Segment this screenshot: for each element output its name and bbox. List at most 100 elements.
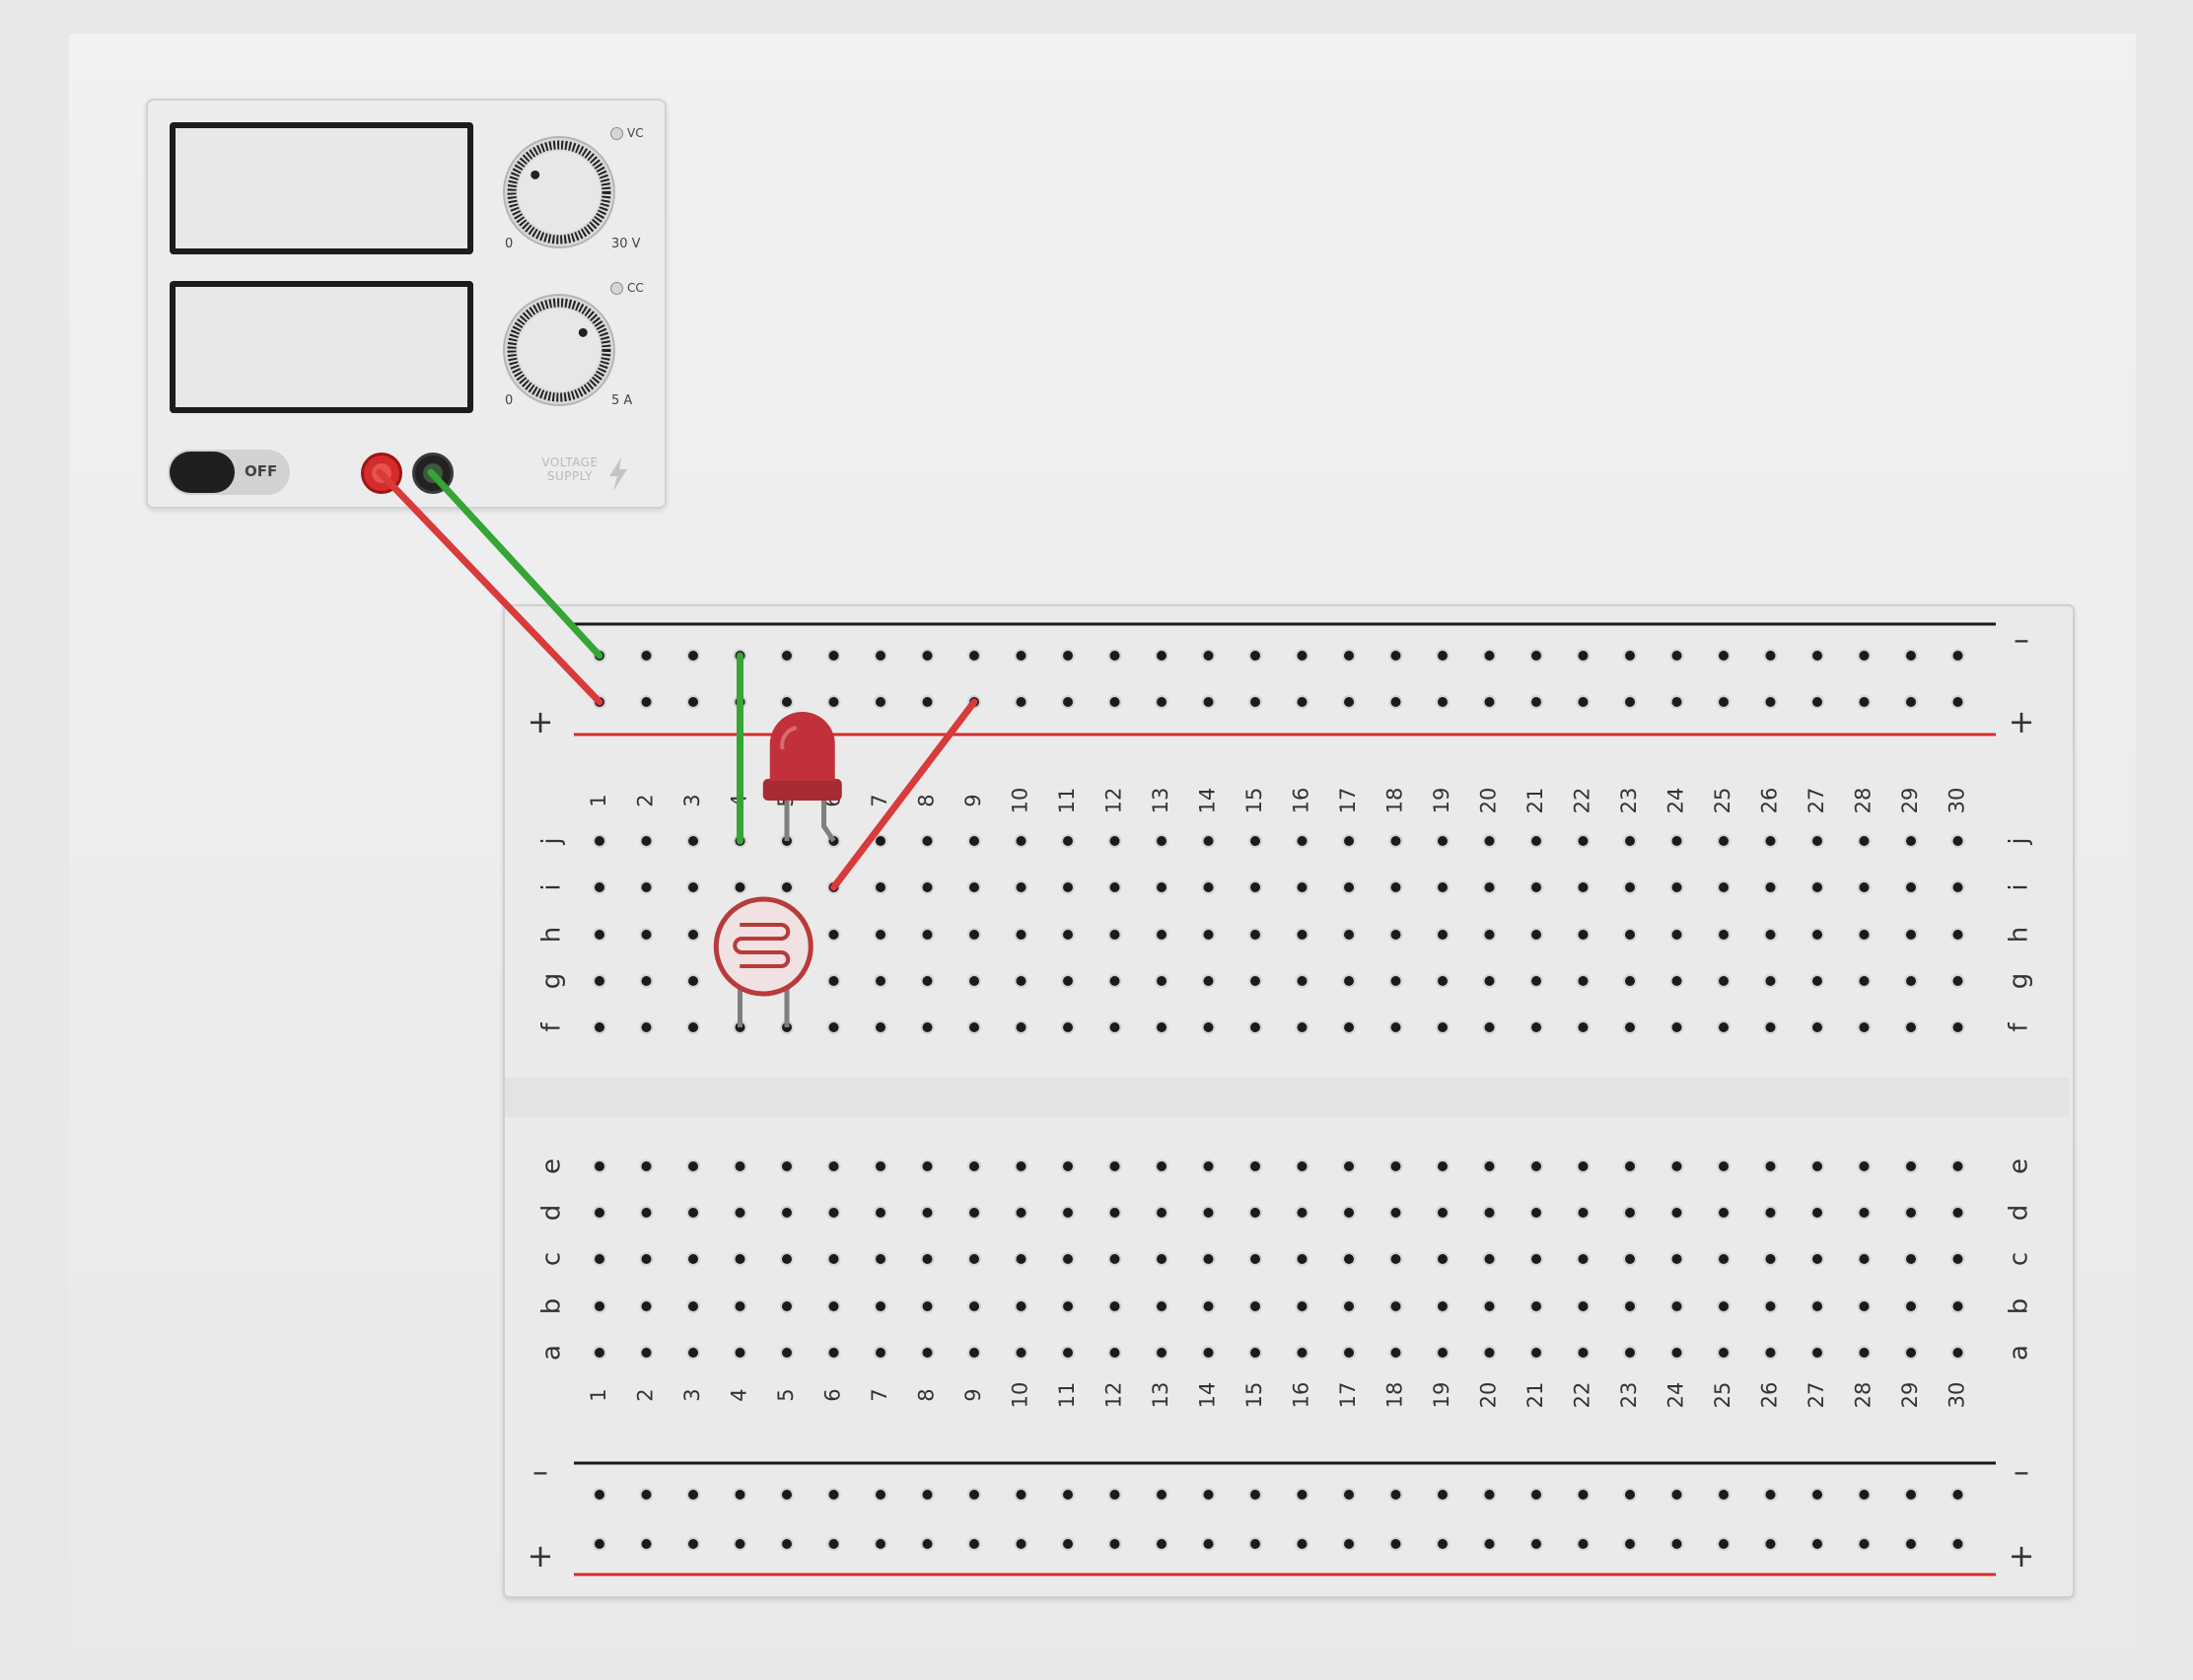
hole-a11[interactable] (1063, 1348, 1073, 1358)
hole-c25[interactable] (1719, 1254, 1729, 1264)
hole-i12[interactable] (1109, 882, 1120, 892)
rail-hole-top-minus-10[interactable] (1016, 651, 1026, 661)
rail-hole-bottom-minus-9[interactable] (969, 1490, 979, 1500)
hole-c20[interactable] (1484, 1254, 1495, 1264)
hole-b5[interactable] (782, 1301, 792, 1311)
hole-a27[interactable] (1812, 1348, 1822, 1358)
hole-b17[interactable] (1344, 1301, 1354, 1311)
hole-b25[interactable] (1719, 1301, 1729, 1311)
hole-g26[interactable] (1765, 976, 1776, 986)
hole-c1[interactable] (595, 1254, 604, 1264)
power-switch[interactable]: OFF (168, 450, 290, 495)
rail-hole-top-minus-6[interactable] (828, 651, 839, 661)
rail-hole-bottom-plus-12[interactable] (1109, 1539, 1120, 1549)
hole-a21[interactable] (1531, 1348, 1541, 1358)
hole-h3[interactable] (688, 930, 698, 940)
rail-hole-bottom-plus-20[interactable] (1484, 1539, 1495, 1549)
hole-b8[interactable] (922, 1301, 933, 1311)
hole-i14[interactable] (1203, 882, 1214, 892)
rail-hole-bottom-minus-13[interactable] (1157, 1490, 1167, 1500)
rail-hole-bottom-minus-6[interactable] (828, 1490, 839, 1500)
hole-f24[interactable] (1671, 1022, 1682, 1032)
negative-terminal[interactable] (412, 453, 454, 494)
hole-d13[interactable] (1157, 1208, 1167, 1218)
rail-hole-top-minus-11[interactable] (1063, 651, 1073, 661)
hole-f17[interactable] (1344, 1022, 1354, 1032)
hole-a10[interactable] (1016, 1348, 1026, 1358)
hole-b14[interactable] (1203, 1301, 1214, 1311)
hole-c12[interactable] (1109, 1254, 1120, 1264)
voltage-supply[interactable]: 0 30 V 0 5 A VC CC OFF VOLTAGE SUPPLY (146, 99, 667, 509)
hole-j26[interactable] (1765, 836, 1776, 846)
hole-b15[interactable] (1250, 1301, 1260, 1311)
hole-c3[interactable] (688, 1254, 698, 1264)
hole-c28[interactable] (1859, 1254, 1870, 1264)
hole-g7[interactable] (876, 976, 885, 986)
rail-hole-bottom-minus-16[interactable] (1297, 1490, 1308, 1500)
hole-e20[interactable] (1484, 1161, 1495, 1171)
rail-hole-top-plus-17[interactable] (1344, 697, 1354, 707)
hole-b18[interactable] (1390, 1301, 1401, 1311)
hole-f10[interactable] (1016, 1022, 1026, 1032)
rail-hole-top-plus-14[interactable] (1203, 697, 1214, 707)
hole-i27[interactable] (1812, 882, 1822, 892)
hole-d2[interactable] (641, 1208, 652, 1218)
rail-hole-top-minus-27[interactable] (1812, 651, 1822, 661)
hole-b9[interactable] (969, 1301, 979, 1311)
hole-a20[interactable] (1484, 1348, 1495, 1358)
hole-f14[interactable] (1203, 1022, 1214, 1032)
hole-h24[interactable] (1671, 930, 1682, 940)
hole-h8[interactable] (922, 930, 933, 940)
hole-f23[interactable] (1625, 1022, 1635, 1032)
hole-a23[interactable] (1625, 1348, 1635, 1358)
rail-hole-bottom-plus-7[interactable] (876, 1539, 885, 1549)
hole-j19[interactable] (1438, 836, 1448, 846)
hole-h13[interactable] (1157, 930, 1167, 940)
hole-i13[interactable] (1157, 882, 1167, 892)
hole-a19[interactable] (1438, 1348, 1448, 1358)
hole-i20[interactable] (1484, 882, 1495, 892)
rail-hole-bottom-plus-6[interactable] (828, 1539, 839, 1549)
rail-hole-top-plus-10[interactable] (1016, 697, 1026, 707)
hole-j13[interactable] (1157, 836, 1167, 846)
hole-g10[interactable] (1016, 976, 1026, 986)
rail-hole-top-minus-22[interactable] (1578, 651, 1589, 661)
hole-f18[interactable] (1390, 1022, 1401, 1032)
hole-f20[interactable] (1484, 1022, 1495, 1032)
hole-i11[interactable] (1063, 882, 1073, 892)
hole-i16[interactable] (1297, 882, 1308, 892)
hole-g3[interactable] (688, 976, 698, 986)
hole-h17[interactable] (1344, 930, 1354, 940)
rail-hole-bottom-minus-23[interactable] (1625, 1490, 1635, 1500)
hole-a16[interactable] (1297, 1348, 1308, 1358)
hole-d30[interactable] (1952, 1208, 1963, 1218)
rail-hole-bottom-plus-23[interactable] (1625, 1539, 1635, 1549)
hole-a15[interactable] (1250, 1348, 1260, 1358)
rail-hole-top-plus-16[interactable] (1297, 697, 1308, 707)
hole-h9[interactable] (969, 930, 979, 940)
rail-hole-bottom-plus-17[interactable] (1344, 1539, 1354, 1549)
rail-hole-top-plus-7[interactable] (876, 697, 885, 707)
hole-e5[interactable] (782, 1161, 792, 1171)
rail-hole-top-minus-21[interactable] (1531, 651, 1541, 661)
hole-i24[interactable] (1671, 882, 1682, 892)
hole-d20[interactable] (1484, 1208, 1495, 1218)
hole-g25[interactable] (1719, 976, 1729, 986)
hole-d3[interactable] (688, 1208, 698, 1218)
hole-d26[interactable] (1765, 1208, 1776, 1218)
hole-c24[interactable] (1671, 1254, 1682, 1264)
hole-j22[interactable] (1578, 836, 1589, 846)
hole-g27[interactable] (1812, 976, 1822, 986)
hole-g14[interactable] (1203, 976, 1214, 986)
hole-b19[interactable] (1438, 1301, 1448, 1311)
hole-h11[interactable] (1063, 930, 1073, 940)
hole-b20[interactable] (1484, 1301, 1495, 1311)
hole-f3[interactable] (688, 1022, 698, 1032)
rail-hole-bottom-plus-15[interactable] (1250, 1539, 1260, 1549)
hole-i19[interactable] (1438, 882, 1448, 892)
hole-a2[interactable] (641, 1348, 652, 1358)
rail-hole-bottom-plus-14[interactable] (1203, 1539, 1214, 1549)
rail-hole-top-minus-24[interactable] (1671, 651, 1682, 661)
hole-d21[interactable] (1531, 1208, 1541, 1218)
rail-hole-top-plus-11[interactable] (1063, 697, 1073, 707)
